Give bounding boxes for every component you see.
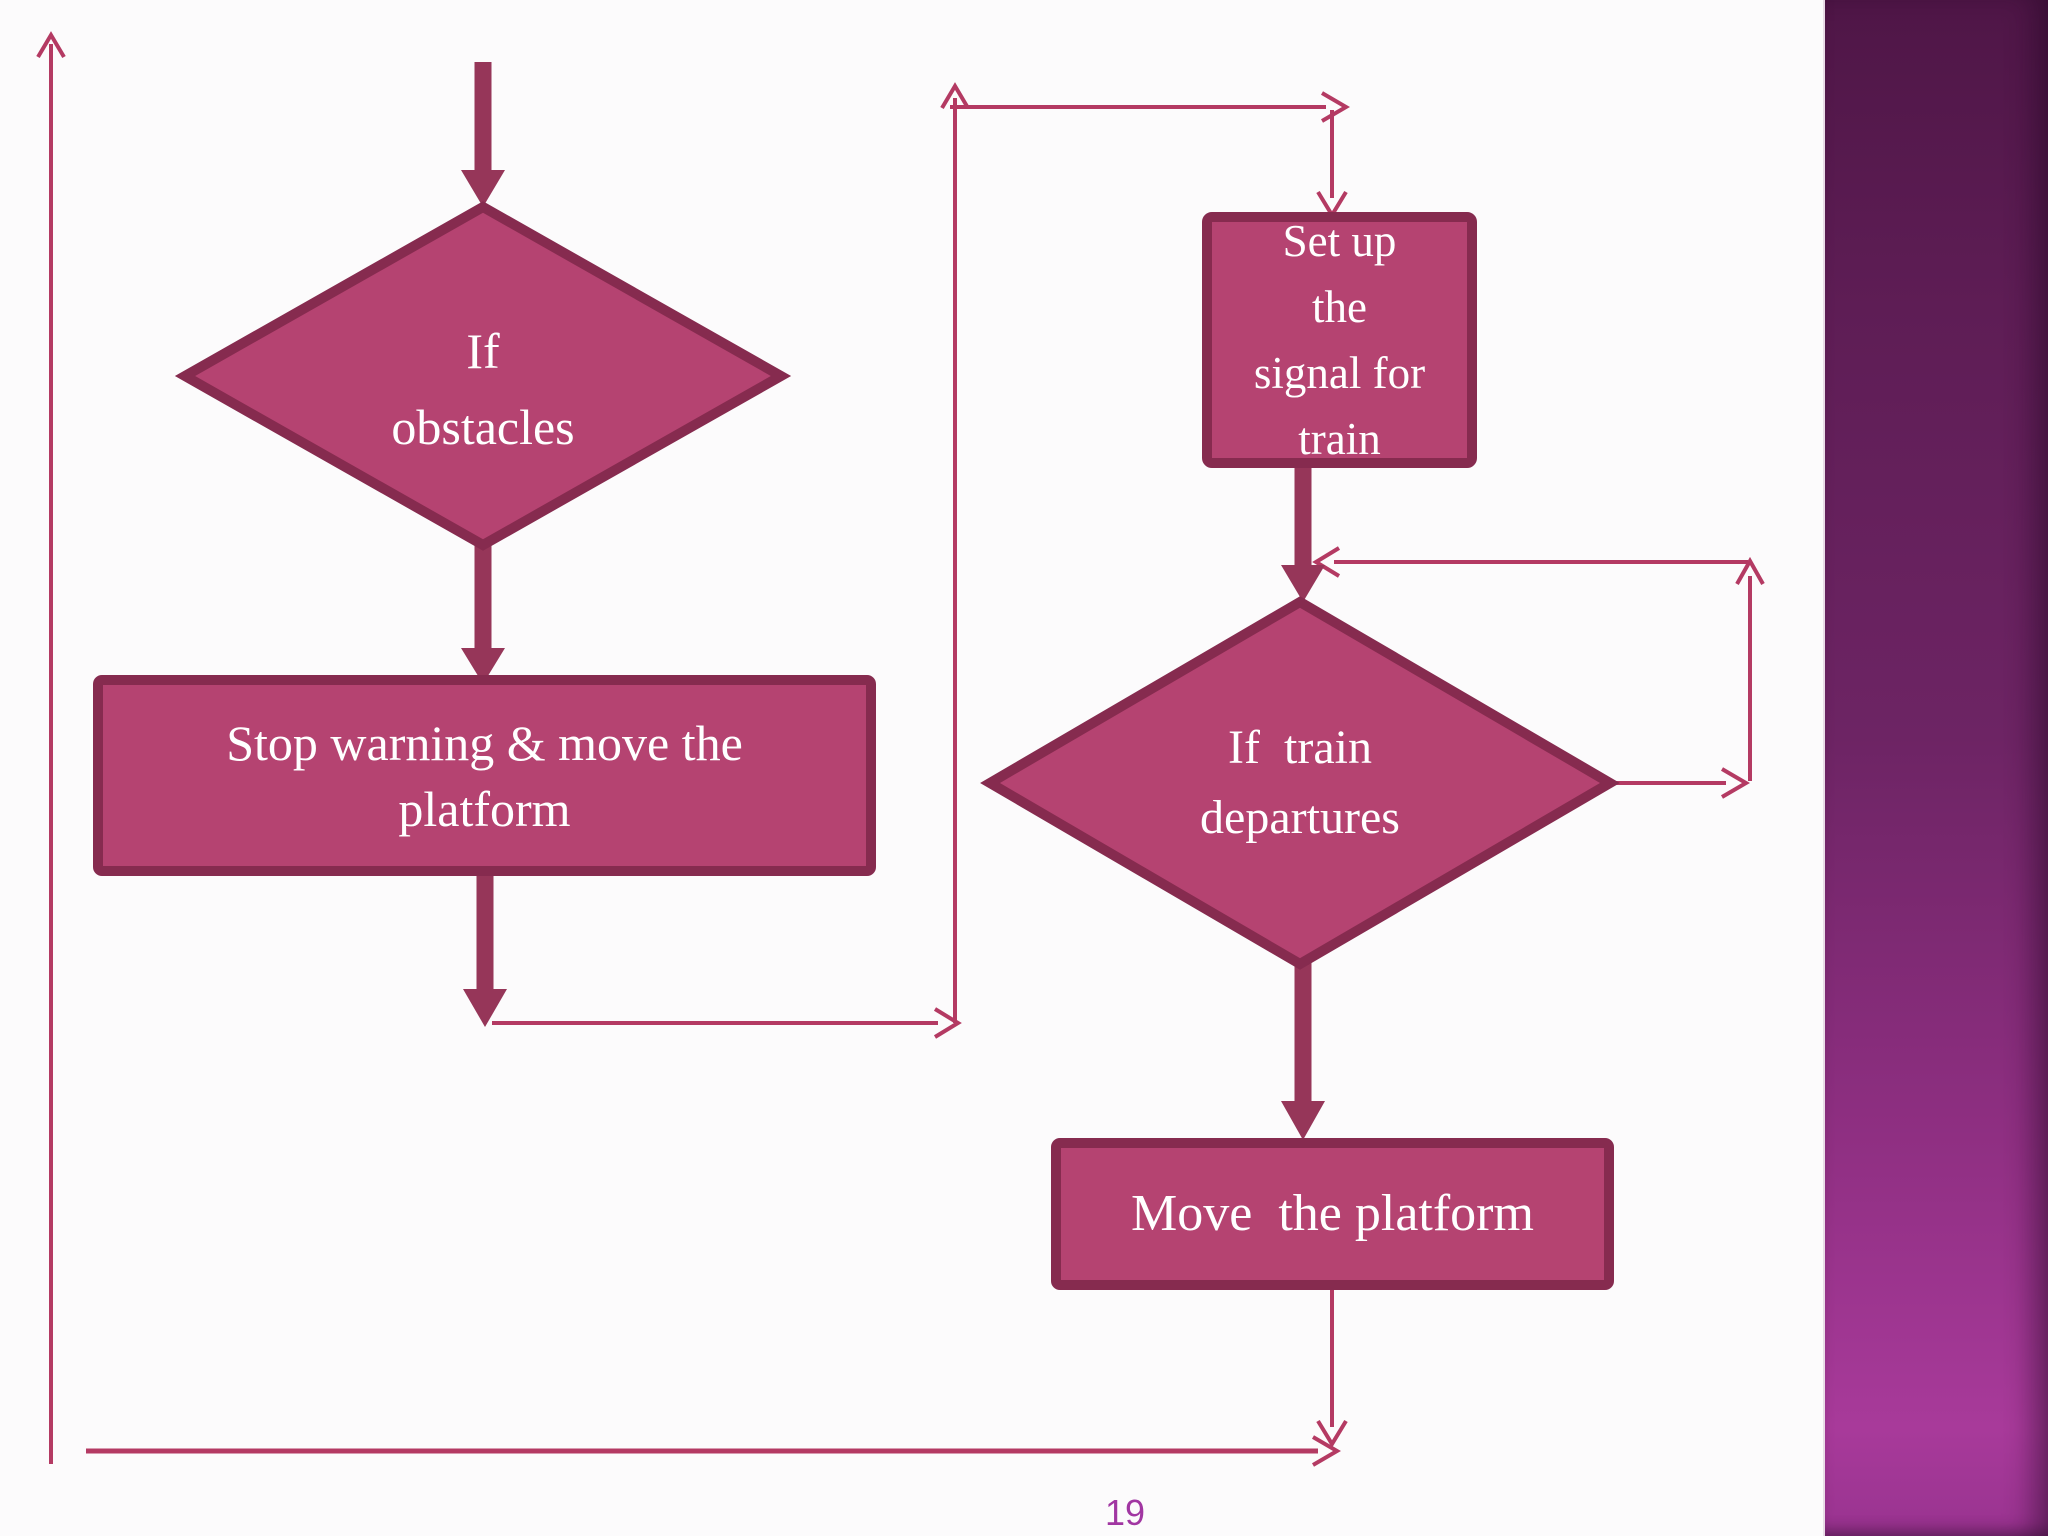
arrow-right-icon xyxy=(1720,767,1750,799)
loop-return-left-connector xyxy=(36,31,66,1464)
departures-to-move-connector xyxy=(1281,958,1325,1140)
arrow-up-icon xyxy=(940,82,970,110)
process-stop-warning xyxy=(93,675,876,876)
arrow-down-icon xyxy=(1281,565,1325,602)
move-platform-down-connector xyxy=(1316,1286,1348,1448)
stop-warning-to-mid-connector xyxy=(492,1007,962,1039)
process-move-platform xyxy=(1051,1138,1614,1290)
arrow-up-icon xyxy=(1735,556,1765,585)
decision-if-train-departures xyxy=(980,596,1620,970)
setup-to-departures-connector xyxy=(1281,452,1325,602)
arrow-down-icon xyxy=(1316,1419,1348,1448)
arrow-right-icon xyxy=(1311,1435,1341,1467)
arrow-down-icon xyxy=(463,989,507,1027)
accent-gradient-bar xyxy=(1823,0,2048,1536)
entry-arrow-connector xyxy=(461,62,505,207)
arrow-down-icon xyxy=(1281,1101,1325,1140)
arrow-left-icon xyxy=(1312,546,1341,578)
arrow-right-icon xyxy=(933,1007,962,1039)
loop-into-thick-line-connector xyxy=(1312,546,1748,578)
decision-if-obstacles xyxy=(174,201,792,551)
process-setup-signal xyxy=(1202,212,1477,468)
mid-vertical-up-connector xyxy=(940,82,970,1023)
right-loop-vertical-connector xyxy=(1735,556,1765,781)
arrow-down-icon xyxy=(461,170,505,207)
arrow-up-icon xyxy=(36,31,66,59)
bottom-return-connector xyxy=(86,1435,1341,1467)
top-horizontal-connector xyxy=(950,91,1350,123)
into-setup-box-connector xyxy=(1316,110,1348,219)
obstacles-to-stop-connector xyxy=(461,540,505,684)
departures-right-connector xyxy=(1613,767,1750,799)
stop-warning-down-connector xyxy=(463,868,507,1027)
page-number: 19 xyxy=(1104,1492,1146,1533)
arrow-down-icon xyxy=(461,648,505,684)
